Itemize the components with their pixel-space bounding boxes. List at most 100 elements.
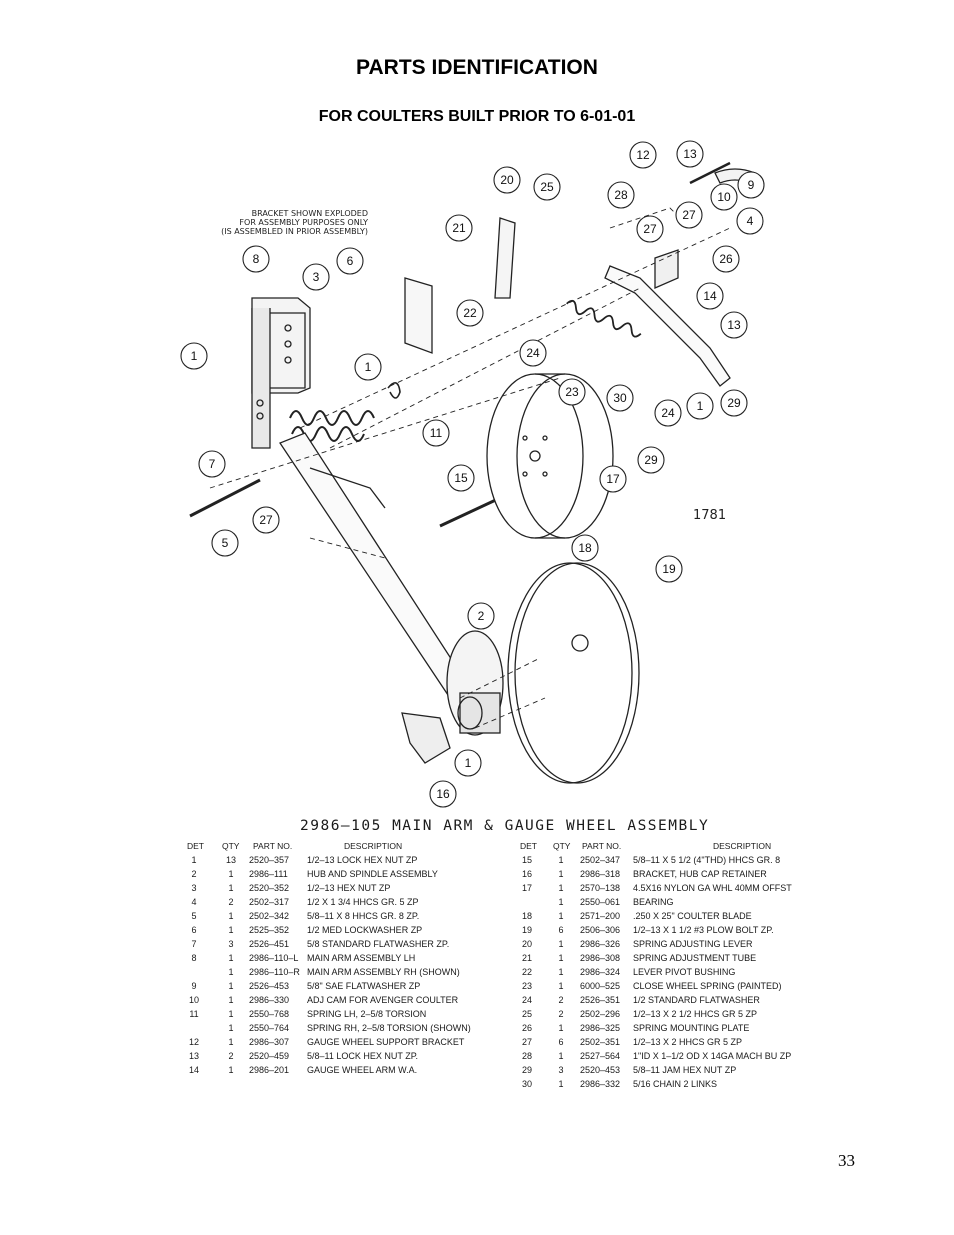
svg-text:7: 7 (209, 457, 216, 471)
cell-part: 2570–138 (580, 883, 621, 893)
cell-desc: 5/8 STANDARD FLATWASHER ZP. (307, 939, 450, 949)
cell-desc: SPRING RH, 2–5/8 TORSION (SHOWN) (307, 1023, 471, 1033)
cell-desc: 1/2–13 LOCK HEX NUT ZP (307, 855, 418, 865)
svg-text:24: 24 (661, 406, 675, 420)
cell-qty: 1 (558, 855, 564, 865)
svg-text:1: 1 (697, 399, 704, 413)
callout-11: 11 (422, 419, 450, 447)
svg-text:15: 15 (454, 471, 468, 485)
cell-det: 2 (191, 869, 197, 879)
cell-qty: 1 (228, 995, 234, 1005)
cell-desc: 1/2–13 X 1 1/2 #3 PLOW BOLT ZP. (633, 925, 774, 935)
callout-27-mid: 27 (636, 215, 664, 243)
callout-27-bottom: 27 (252, 506, 280, 534)
callout-4: 4 (736, 207, 764, 235)
callout-25: 25 (533, 173, 561, 201)
cell-det: 23 (521, 981, 532, 991)
cell-part: 2986–110–L (249, 953, 299, 963)
svg-text:12: 12 (636, 148, 650, 162)
cell-qty: 1 (228, 1023, 234, 1033)
svg-text:22: 22 (463, 306, 477, 320)
cell-part: 2571–200 (580, 911, 621, 921)
svg-text:8: 8 (253, 252, 260, 266)
callout-14: 14 (696, 282, 724, 310)
cell-det: 3 (191, 883, 197, 893)
cell-qty: 3 (228, 939, 234, 949)
cell-det: 7 (191, 939, 197, 949)
svg-text:10: 10 (717, 190, 731, 204)
cell-qty: 1 (558, 883, 564, 893)
cell-desc: CLOSE WHEEL SPRING (PAINTED) (633, 981, 782, 991)
cell-part: 2986–324 (580, 967, 621, 977)
cell-qty: 2 (228, 897, 234, 907)
svg-text:27: 27 (259, 513, 273, 527)
svg-text:23: 23 (565, 385, 579, 399)
cell-det: 4 (191, 897, 197, 907)
cell-det: 29 (521, 1065, 532, 1075)
svg-text:29: 29 (644, 453, 658, 467)
cell-qty: 1 (558, 953, 564, 963)
cell-part: 2986–308 (580, 953, 621, 963)
cell-qty: 1 (558, 1023, 564, 1033)
cell-qty: 1 (558, 1051, 564, 1061)
cell-desc: 5/8–11 JAM HEX NUT ZP (633, 1065, 737, 1075)
cell-det: 25 (521, 1009, 532, 1019)
svg-text:20: 20 (500, 173, 514, 187)
cell-desc: 1/2–13 X 2 HHCS GR 5 ZP (633, 1037, 743, 1047)
cell-desc: SPRING MOUNTING PLATE (633, 1023, 750, 1033)
cell-part: 2502–342 (249, 911, 290, 921)
callout-16: 16 (429, 780, 457, 808)
callout-17: 17 (599, 465, 627, 493)
callout-1-bottom: 1 (454, 749, 482, 777)
cell-part: 2527–564 (580, 1051, 621, 1061)
callout-8: 8 (242, 245, 270, 273)
cell-desc: SPRING ADJUSTMENT TUBE (633, 953, 757, 963)
callout-7: 7 (198, 450, 226, 478)
cell-qty: 2 (558, 1009, 564, 1019)
cell-det: 21 (521, 953, 532, 963)
cell-qty: 1 (228, 1009, 234, 1019)
cell-part: 2986–326 (580, 939, 621, 949)
svg-text:4: 4 (747, 214, 754, 228)
cell-desc: GAUGE WHEEL SUPPORT BRACKET (307, 1037, 465, 1047)
header-part: PART NO. (582, 841, 622, 851)
callout-13-right: 13 (720, 311, 748, 339)
cell-det: 13 (188, 1051, 199, 1061)
header-desc: DESCRIPTION (344, 841, 403, 851)
cell-desc: SPRING LH, 2–5/8 TORSION (307, 1009, 427, 1019)
cell-desc: BRACKET, HUB CAP RETAINER (633, 869, 767, 879)
svg-text:29: 29 (727, 396, 741, 410)
callout-5: 5 (211, 529, 239, 557)
svg-text:1: 1 (465, 756, 472, 770)
header-det: DET (520, 841, 537, 851)
drawing-number: 1781 (693, 508, 726, 523)
cell-det: 10 (188, 995, 199, 1005)
cell-desc: 1/2–13 HEX NUT ZP (307, 883, 391, 893)
cell-qty: 1 (228, 883, 234, 893)
svg-text:2: 2 (478, 609, 485, 623)
cell-desc: GAUGE WHEEL ARM W.A. (307, 1065, 418, 1075)
cell-desc: MAIN ARM ASSEMBLY LH (307, 953, 416, 963)
callout-29-top: 29 (720, 389, 748, 417)
cell-part: 2986–318 (580, 869, 621, 879)
cell-desc: 1"ID X 1–1/2 OD X 14GA MACH BU ZP (633, 1051, 792, 1061)
cell-det: 5 (191, 911, 197, 921)
